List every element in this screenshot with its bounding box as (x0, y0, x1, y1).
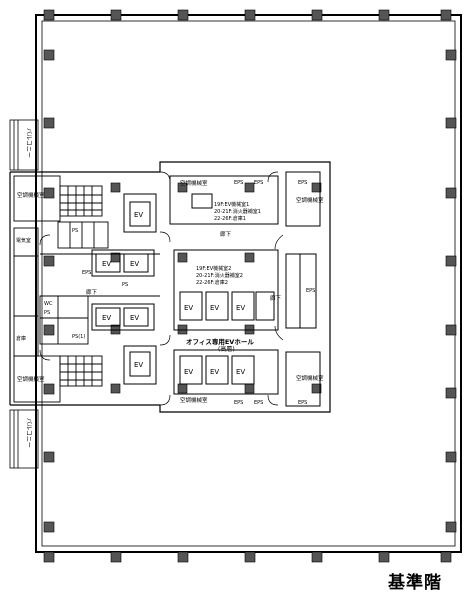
shaft-room-label: PS(1) (72, 334, 85, 340)
eps-label: EPS (254, 400, 263, 406)
ac-room-label: 空調機械室 (296, 374, 324, 382)
floor-title: 基準階 (388, 573, 442, 593)
eps-label: EPS (234, 400, 243, 406)
left-core (13, 175, 160, 403)
center-bottom-shaft (173, 349, 279, 395)
storage-label: 倉庫 (16, 335, 26, 342)
center-top-shaft (169, 175, 279, 225)
office-hall-label: オフィス専用EVホール (186, 337, 254, 346)
core-outline (9, 161, 331, 413)
shaft1-line-c: 22-26F:倉庫1 (214, 215, 246, 222)
ps-label: PS (72, 228, 78, 234)
balcony-lower (9, 409, 39, 469)
ev-label: EV (130, 260, 139, 268)
corridor-label: 廊下 (86, 288, 98, 296)
corridor-label: 廊下 (220, 230, 232, 238)
ev-labels-center: EV EV EV EV EV EV (184, 304, 245, 376)
outer-slab (35, 14, 462, 553)
door-swings (39, 171, 284, 406)
right-core (285, 171, 321, 407)
eps-label: EPS (298, 400, 307, 406)
eps-label: EPS (234, 180, 243, 186)
ps-label: PS (122, 282, 128, 288)
elevator-bank-left (91, 193, 157, 385)
ev-label: EV (184, 304, 193, 312)
eps-label: EPS (298, 180, 307, 186)
balcony-upper (9, 119, 39, 171)
eps-label: EPS (254, 180, 263, 186)
ev-label: EV (102, 314, 111, 322)
shaft2-line-c: 22-26F:倉庫2 (196, 279, 228, 286)
ev-label: EV (236, 304, 245, 312)
ac-room-label: 空調機械室 (296, 196, 324, 204)
ps-label: PS (44, 310, 50, 316)
eps-label: EPS (306, 288, 315, 294)
ev-label: EV (210, 304, 219, 312)
ev-label: EV (210, 368, 219, 376)
ac-room-label: 空調機械室 (180, 179, 208, 187)
ev-labels-left: EV EV EV EV EV EV (102, 211, 143, 369)
elec-room-label: 電気室 (16, 237, 31, 244)
ev-label: EV (236, 368, 245, 376)
ev-label: EV (130, 314, 139, 322)
room-labels: 空調機械室 空調機械室 空調機械室 空調機械室 空調機械室 空調機械室 EPS … (16, 179, 324, 406)
center-middle-shaft (173, 249, 279, 331)
ev-label: EV (184, 368, 193, 376)
ev-label: EV (102, 260, 111, 268)
structural-columns (43, 9, 457, 563)
toilet-label: WC (44, 301, 53, 307)
office-hall-sub-label: (高層) (218, 345, 235, 353)
shaft2-line-a: 19F:EV機械室2 (196, 265, 231, 272)
shaft1-line-a: 19F:EV機械室1 (214, 201, 249, 208)
balcony-label-upper: バルコニー (25, 128, 32, 158)
shaft2-line-b: 20-21F:消火器補室2 (196, 272, 243, 279)
balcony-label-lower: バルコニー (25, 418, 32, 448)
ev-label: EV (134, 211, 143, 219)
ac-room-label: 空調機械室 (180, 396, 208, 404)
shaft1-line-b: 20-21F:消火器補室1 (214, 208, 261, 215)
ac-room-label: 空調機械室 (17, 191, 45, 199)
eps-label: EPS (82, 270, 91, 276)
corridor-label: 廊下 (270, 294, 282, 302)
ev-label: EV (134, 361, 143, 369)
ac-room-label: 空調機械室 (17, 375, 45, 383)
